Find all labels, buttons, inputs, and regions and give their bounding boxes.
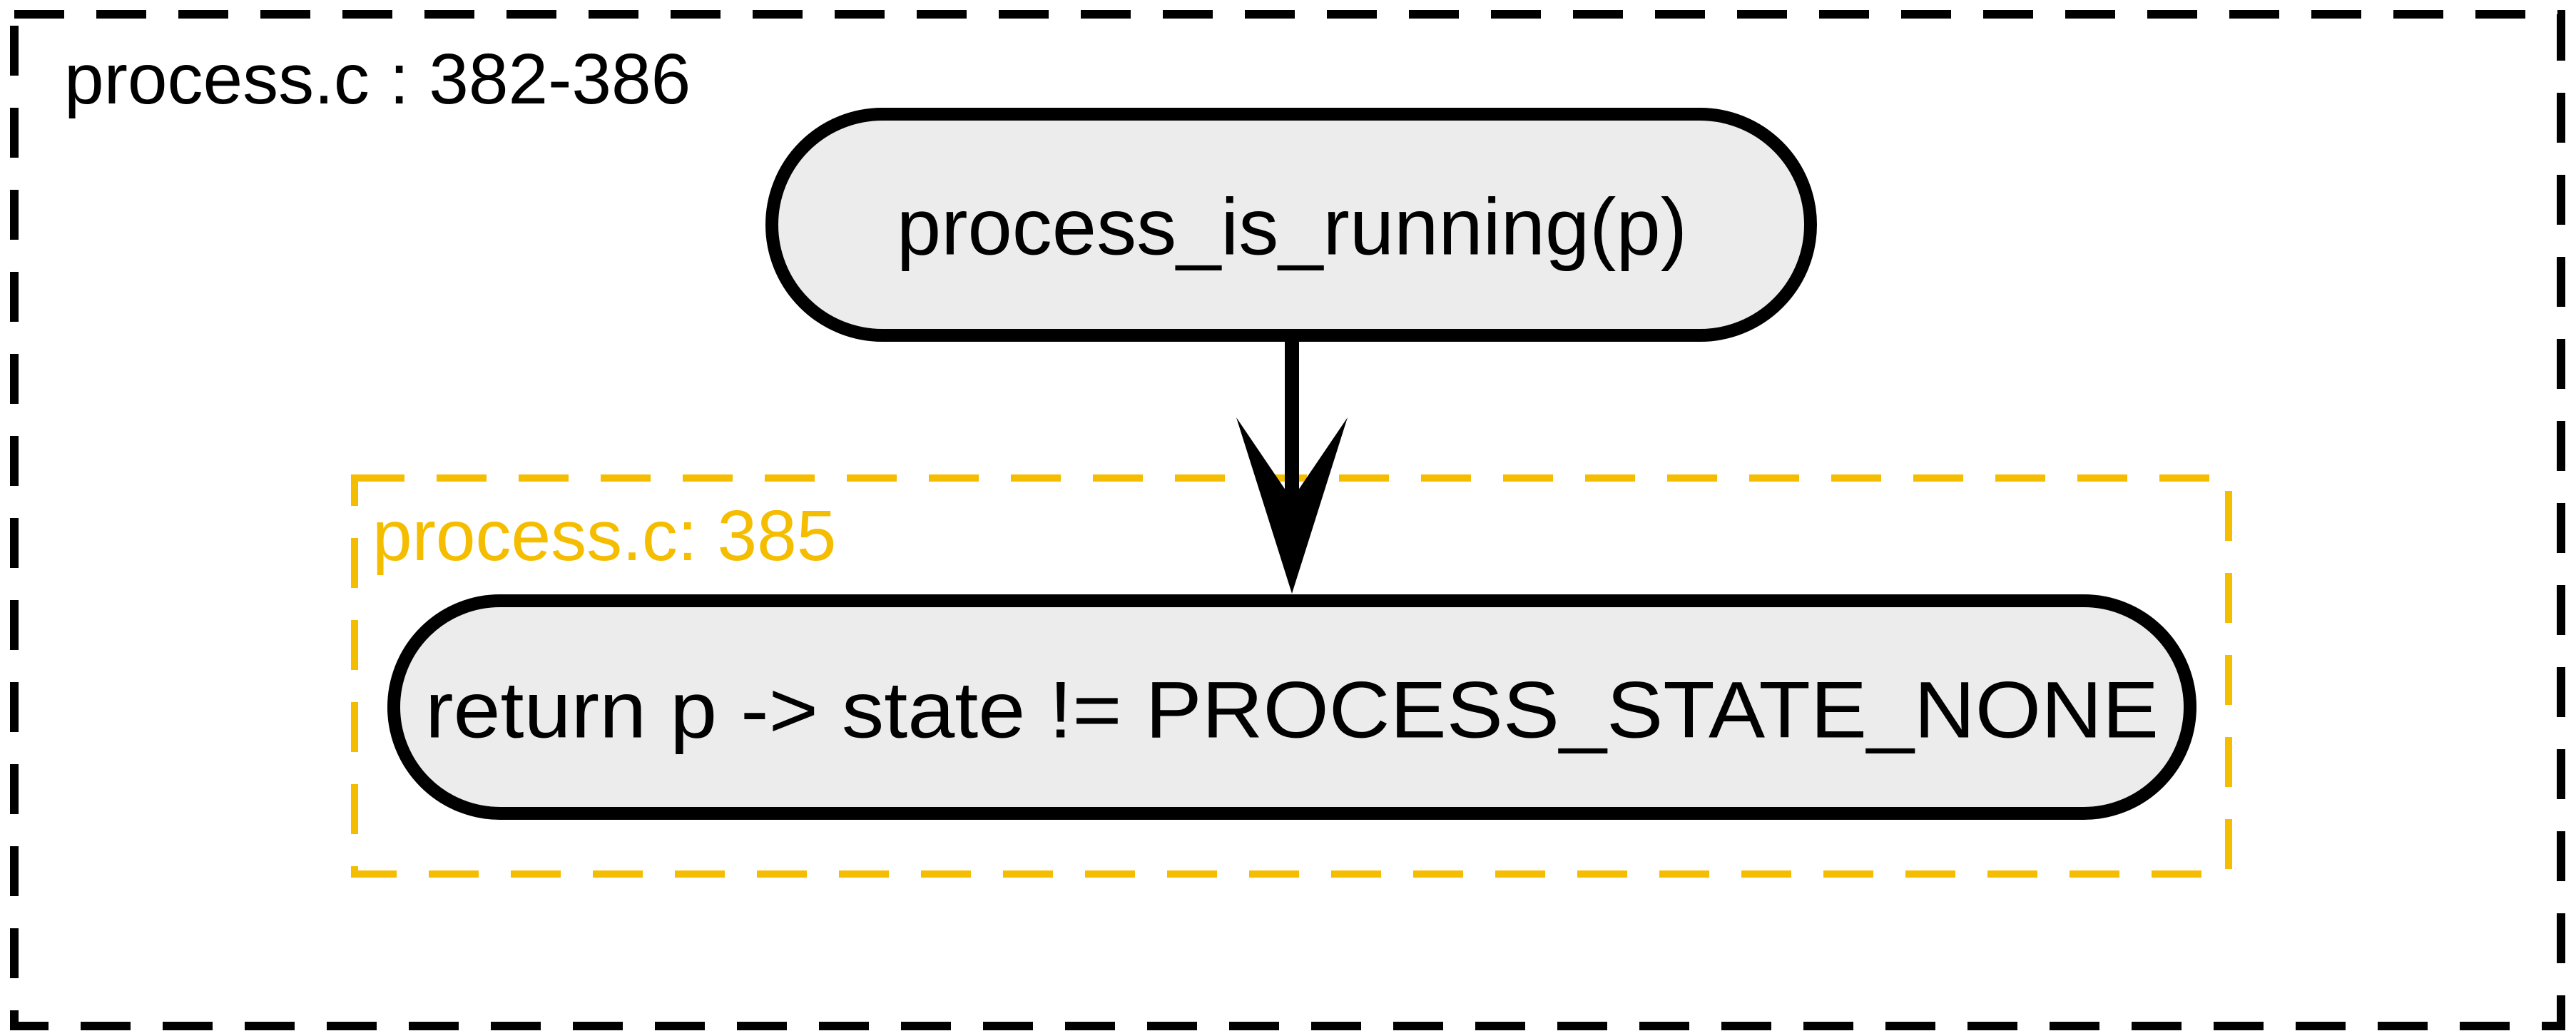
return-node-label: return p -> state != PROCESS_STATE_NONE <box>425 666 2159 755</box>
function-node-label: process_is_running(p) <box>897 183 1687 272</box>
return-node-shape <box>387 594 2196 820</box>
function-node-shape <box>765 108 1817 342</box>
outer-cluster: process.c : 382-386 <box>10 10 2565 1030</box>
return-node: return p -> state != PROCESS_STATE_NONE <box>387 594 2196 820</box>
arrowhead-icon <box>1236 417 1348 594</box>
outer-cluster-border <box>10 10 2565 1030</box>
edge-function-to-return <box>1236 335 1348 594</box>
function-node: process_is_running(p) <box>765 108 1817 342</box>
outer-cluster-label: process.c : 382-386 <box>64 39 691 119</box>
inner-cluster-label: process.c: 385 <box>372 496 836 576</box>
